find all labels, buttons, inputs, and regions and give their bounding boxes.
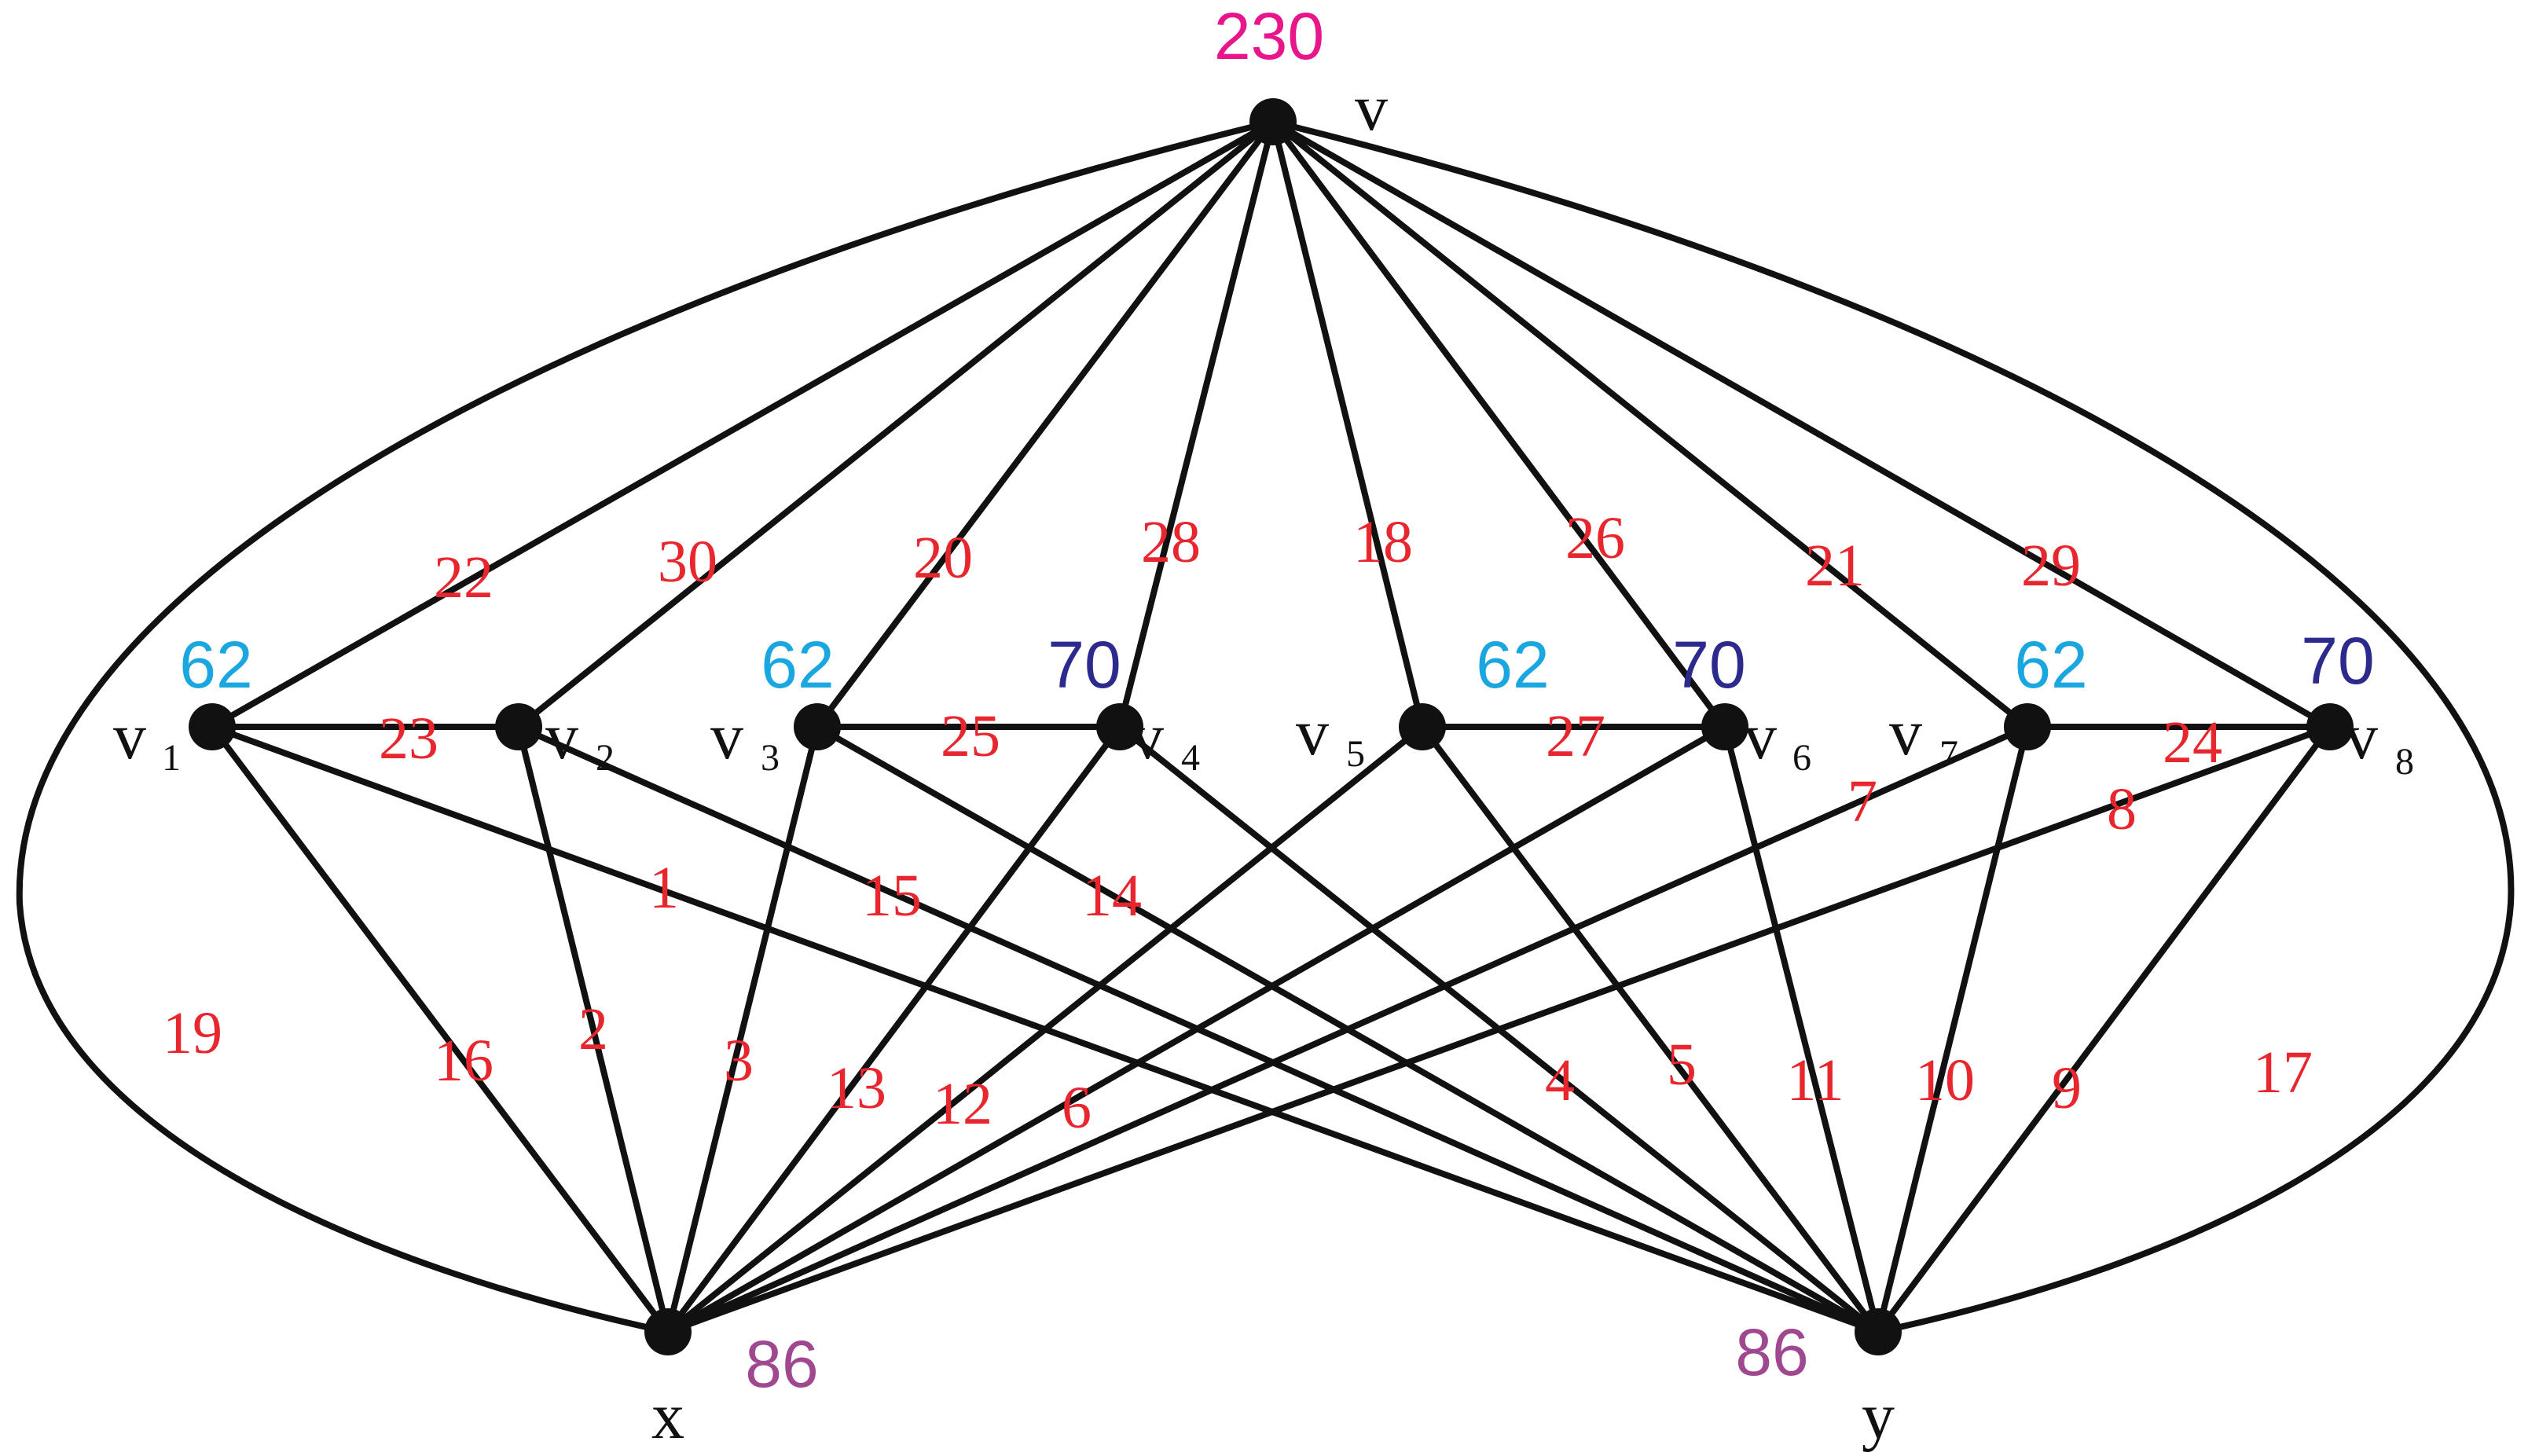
vertex-name-v1: v (113, 700, 146, 773)
edge-v-v8 (1270, 119, 2333, 730)
vertex-x (644, 1308, 692, 1355)
vertex-name-v: v (1355, 72, 1388, 145)
edge-v8-y (1875, 724, 2333, 1335)
edge-v3-x (665, 724, 820, 1335)
edge-v-v7 (1270, 119, 2031, 730)
edge-v7-y (1875, 724, 2031, 1335)
edge-v-x (16, 119, 1276, 1335)
edge-v-v1 (209, 119, 1276, 730)
vertex-subscript-v6: 6 (1792, 737, 1811, 779)
edge-v5-x (665, 724, 1425, 1335)
edge-v-v5 (1270, 119, 1425, 730)
vertex-name-v8: v (2345, 700, 2378, 773)
vertex-weight-v7: 62 (2014, 628, 2087, 702)
edge-label-v6-x: 6 (1062, 1075, 1092, 1141)
vertex-name-y: y (1862, 1380, 1895, 1453)
vertex-name-v6: v (1744, 700, 1777, 773)
vertex-subscript-v5: 5 (1346, 733, 1365, 775)
edge-v4-x (665, 724, 1123, 1335)
vertex-weight-v4: 70 (1048, 628, 1121, 702)
vertex-name-v2: v (545, 700, 578, 773)
edge-label-v-v1: 22 (434, 545, 493, 611)
vertex-weight-y: 86 (1735, 1315, 1808, 1389)
edge-label-v6-y: 11 (1786, 1047, 1844, 1113)
edge-label-v5-v6: 27 (1546, 703, 1605, 769)
edge-v1-x (209, 724, 671, 1335)
edge-label-v1-y: 1 (649, 855, 679, 921)
edge-label-v-v8: 29 (2021, 533, 2081, 599)
edge-label-v4-x: 13 (827, 1055, 886, 1121)
vertex-v5 (1399, 703, 1446, 750)
edge-v-y (1270, 119, 2515, 1335)
edge-v6-y (1722, 724, 1881, 1335)
nodes-layer (189, 98, 2354, 1355)
edge-label-v-v7: 21 (1805, 533, 1865, 599)
vertex-weight-v: 230 (1214, 0, 1324, 73)
vertex-v8 (2306, 703, 2354, 750)
edge-label-v-v6: 26 (1565, 505, 1625, 571)
edge-label-v8-x: 8 (2107, 776, 2137, 842)
edge-v-v6 (1270, 119, 1728, 730)
edge-label-v3-v4: 25 (941, 703, 1000, 769)
edge-label-v8-y: 9 (2052, 1055, 2082, 1121)
edge-label-v5-x: 12 (933, 1071, 992, 1137)
vertex-subscript-v7: 7 (1939, 733, 1958, 775)
vertex-subscript-v3: 3 (761, 737, 780, 779)
edge-label-v7-x: 7 (1847, 768, 1877, 834)
edge-label-v-v3: 20 (913, 525, 973, 591)
vertex-weight-v3: 62 (761, 628, 834, 702)
vertex-v3 (794, 703, 841, 750)
vertex-name-v7: v (1889, 696, 1922, 769)
vertex-v7 (2004, 703, 2051, 750)
edge-label-v3-y: 14 (1082, 863, 1142, 929)
edge-v-v3 (814, 119, 1276, 730)
edge-label-v7-v8: 24 (2163, 710, 2222, 776)
edge-v-v2 (516, 119, 1276, 730)
vertex-weight-v8: 70 (2301, 624, 2374, 698)
edge-label-v-v4: 28 (1141, 509, 1201, 575)
vertex-v (1249, 98, 1297, 145)
vertex-v2 (495, 703, 542, 750)
vertex-y (1855, 1308, 1902, 1355)
edge-label-v2-x: 2 (578, 996, 608, 1062)
vertex-name-x: x (651, 1380, 684, 1453)
vertex-v1 (189, 703, 236, 750)
edge-label-v1-v2: 23 (379, 706, 438, 772)
edge-v2-x (516, 724, 671, 1335)
vertex-subscript-v2: 2 (596, 737, 615, 779)
vertex-weight-v1: 62 (179, 628, 252, 702)
vertex-weight-v5: 62 (1476, 628, 1549, 702)
vertex-v4 (1096, 703, 1143, 750)
vertex-subscript-v1: 1 (162, 737, 181, 779)
edge-label-v2-y: 15 (862, 863, 922, 929)
edge-label-v1-x: 16 (434, 1028, 493, 1094)
edge-label-v3-x: 3 (724, 1028, 754, 1094)
vertex-name-v5: v (1296, 696, 1329, 769)
vertex-name-v4: v (1131, 700, 1164, 773)
edge-label-v-y: 17 (2253, 1040, 2313, 1106)
edge-label-v-v2: 30 (658, 529, 717, 595)
vertex-subscript-v8: 8 (2395, 741, 2414, 783)
edges-layer (16, 119, 2515, 1335)
edge-v-v4 (1117, 119, 1276, 730)
edge-label-v4-y: 4 (1545, 1047, 1575, 1113)
vertex-v6 (1701, 703, 1748, 750)
vertex-weight-x: 86 (745, 1327, 818, 1401)
edge-label-v5-y: 5 (1667, 1032, 1697, 1098)
vertex-name-v3: v (710, 700, 743, 773)
edge-label-v-x: 19 (163, 1000, 222, 1066)
edge-v7-x (665, 724, 2031, 1335)
vertex-weight-v6: 70 (1672, 628, 1745, 702)
edge-label-v7-y: 10 (1915, 1047, 1975, 1113)
edge-label-v-v5: 18 (1353, 509, 1413, 575)
edge-v8-x (665, 724, 2333, 1335)
edge-v5-y (1419, 724, 1881, 1335)
vertex-subscript-v4: 4 (1181, 737, 1200, 779)
edge-v6-x (665, 724, 1728, 1335)
